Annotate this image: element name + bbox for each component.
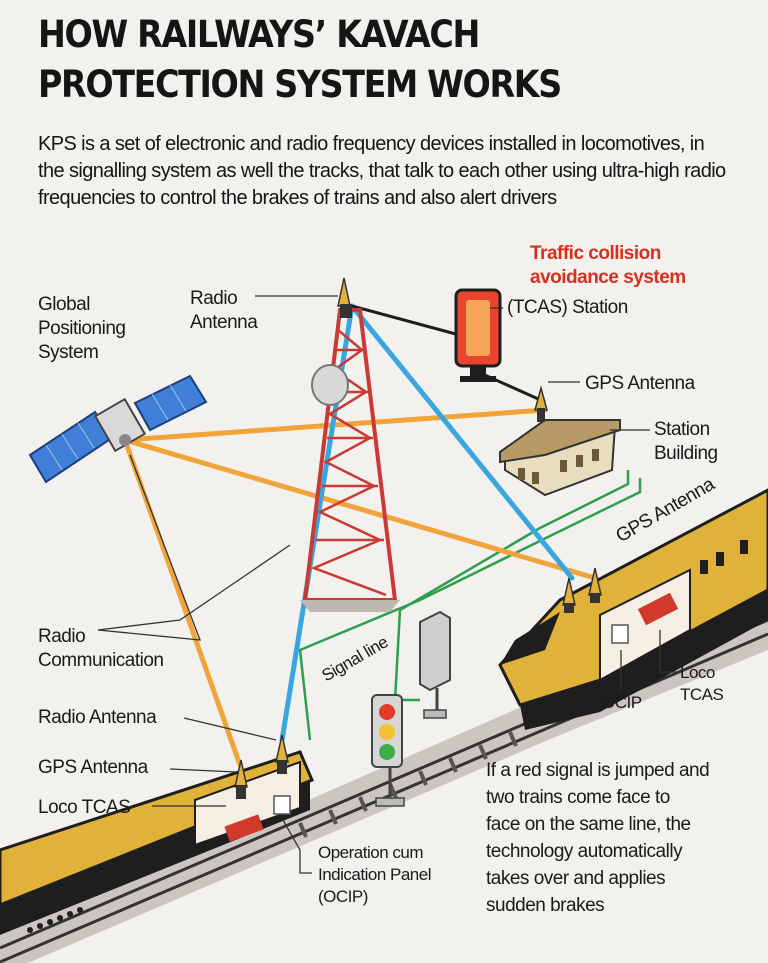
loco-radio-antenna-label: Radio Antenna xyxy=(38,707,157,728)
tcas-title-label: Traffic collision avoidance system xyxy=(530,243,686,288)
station-building-label: Station Building xyxy=(654,419,718,464)
intro-text: KPS is a set of electronic and radio fre… xyxy=(38,133,726,209)
train-right-icon xyxy=(498,488,768,730)
train-left-icon xyxy=(0,734,314,935)
page-title: HOW RAILWAYS’ KAVACH PROTECTION SYSTEM W… xyxy=(38,10,562,110)
satellite-icon xyxy=(28,374,208,484)
title-line-2: PROTECTION SYSTEM WORKS xyxy=(38,63,562,106)
label-leader-lines xyxy=(97,295,676,874)
title-line-1: HOW RAILWAYS’ KAVACH xyxy=(38,13,480,56)
station-gps-antenna-label: GPS Antenna xyxy=(585,373,695,394)
radio-communication-label: Radio Communication xyxy=(38,626,164,671)
ocip-right-label: OCIP xyxy=(602,693,642,712)
traffic-signal-icon xyxy=(371,694,405,807)
tower-radio-antenna-label: Radio Antenna xyxy=(190,288,258,333)
tcas-station-label: (TCAS) Station xyxy=(507,297,628,318)
tcas-station-icon xyxy=(454,288,502,382)
brake-note-text: If a red signal is jumped and two trains… xyxy=(486,760,710,916)
signal-cabinet-icon xyxy=(419,610,451,719)
station-building-icon xyxy=(499,385,621,497)
gps-satellite-label: Global Positioning System xyxy=(38,294,126,363)
loco-tcas-left-label: Loco TCAS xyxy=(38,797,131,818)
ocip-panel-label: Operation cum Indication Panel (OCIP) xyxy=(318,843,431,906)
loco-tcas-right-label: Loco TCAS xyxy=(680,663,724,704)
radio-tower-icon xyxy=(300,277,400,612)
loco-gps-antenna-label: GPS Antenna xyxy=(38,757,148,778)
